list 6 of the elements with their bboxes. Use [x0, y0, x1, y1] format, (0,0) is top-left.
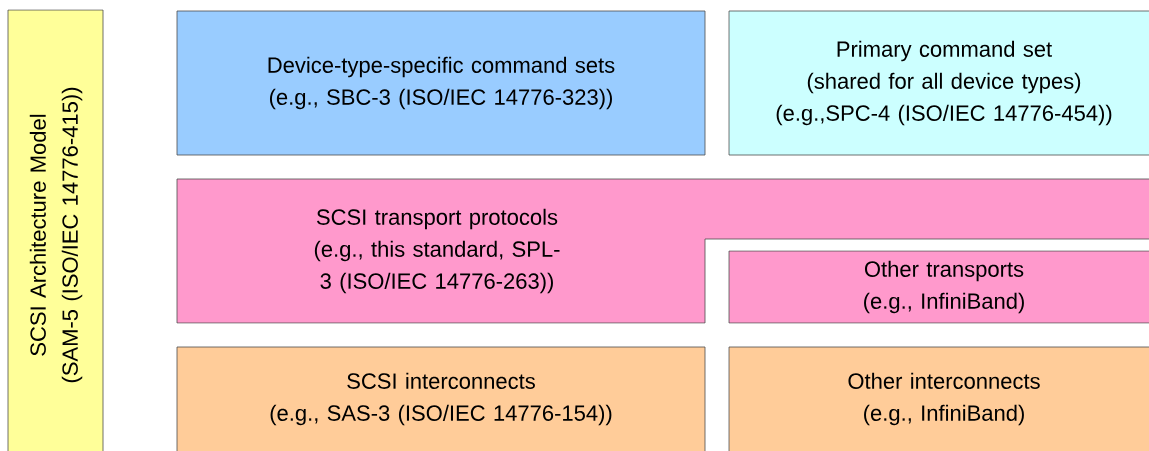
layer-box: Device-type-specific command sets (e.g., SBC-3 (ISO/IEC 14776-323)): [176, 10, 706, 156]
layer-box: SCSI interconnects (e.g., SAS-3 (ISO/IEC 14776-154)): [176, 346, 706, 451]
layer-box: Other interconnects (e.g., InfiniBand): [728, 346, 1149, 451]
layer-box: Other transports (e.g., InfiniBand): [728, 250, 1149, 324]
layer-box: Primary command set (shared for all device types) (e.g.,SPC-4 (ISO/IEC 14776-454)): [728, 10, 1149, 156]
side-bar: SCSI Architecture Model (SAM-5 (ISO/IEC 14776-415)): [7, 9, 104, 451]
